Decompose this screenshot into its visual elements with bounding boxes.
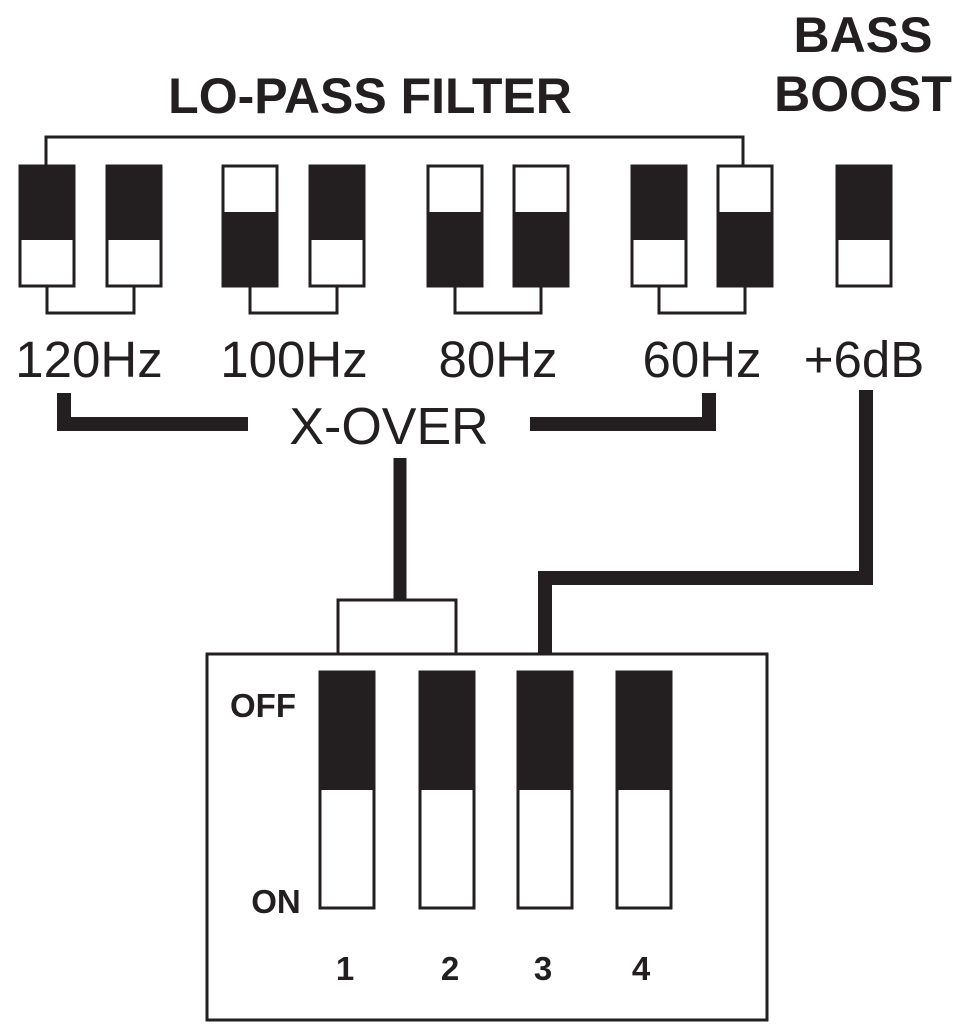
xover-switch-bracket <box>336 598 458 653</box>
switch-outline <box>835 164 893 288</box>
pair-bracket <box>45 286 136 315</box>
lo-pass-filter-heading: LO-PASS FILTER <box>168 68 572 124</box>
switch-dark-segment <box>632 166 686 240</box>
setting-switch <box>221 164 279 288</box>
setting-switch <box>426 164 484 288</box>
lo-pass-bracket <box>44 135 745 166</box>
dip-switch-dark-segment <box>617 672 671 790</box>
setting-switch <box>512 164 570 288</box>
switch-number-4: 4 <box>632 950 651 987</box>
bass-boost-connector-line <box>538 390 873 654</box>
switch-number-3: 3 <box>534 950 552 987</box>
setting-switch <box>18 164 76 288</box>
setting-switch <box>105 164 163 288</box>
dip-switches <box>318 670 673 910</box>
switch-dark-segment <box>223 212 277 286</box>
dip-switch-2 <box>418 670 476 910</box>
dip-switch-3 <box>516 670 574 910</box>
bass-boost-heading-line1: BASS <box>794 7 933 63</box>
pair-bracket <box>657 286 747 315</box>
setting-label-100hz: 100Hz <box>220 331 367 388</box>
setting-switch <box>308 164 366 288</box>
xover-bracket-left <box>57 393 248 431</box>
dip-switch-1 <box>318 670 376 910</box>
pair-bracket <box>248 286 339 315</box>
dip-switch-dark-segment <box>518 672 572 790</box>
switch-dark-segment <box>310 166 364 240</box>
bass-boost-heading-line2: BOOST <box>774 66 952 122</box>
setting-switch <box>716 164 774 288</box>
switch-dark-segment <box>514 212 568 286</box>
switch-number-1: 1 <box>336 950 354 987</box>
dip-switch-dark-segment <box>320 672 374 790</box>
switch-dark-segment <box>20 166 74 240</box>
on-label: ON <box>251 883 301 920</box>
setting-label-120hz: 120Hz <box>15 331 162 388</box>
setting-switch <box>835 164 893 288</box>
dip-switch-4 <box>615 670 673 910</box>
switch-dark-segment <box>428 212 482 286</box>
setting-label-6db: +6dB <box>804 331 925 388</box>
switch-number-2: 2 <box>441 950 459 987</box>
setting-label-60hz: 60Hz <box>642 331 761 388</box>
off-label: OFF <box>230 687 296 724</box>
pair-bracket <box>453 286 543 315</box>
dip-switch-dark-segment <box>420 672 474 790</box>
switch-dark-segment <box>837 166 891 240</box>
setting-switch-groups <box>18 164 893 315</box>
dip-switch-block <box>205 652 769 1022</box>
switch-dark-segment <box>107 166 161 240</box>
xover-bracket-right <box>530 393 716 431</box>
xover-label: X-OVER <box>289 398 488 456</box>
setting-label-80hz: 80Hz <box>438 331 557 388</box>
switch-dark-segment <box>718 212 772 286</box>
setting-switch <box>630 164 688 288</box>
